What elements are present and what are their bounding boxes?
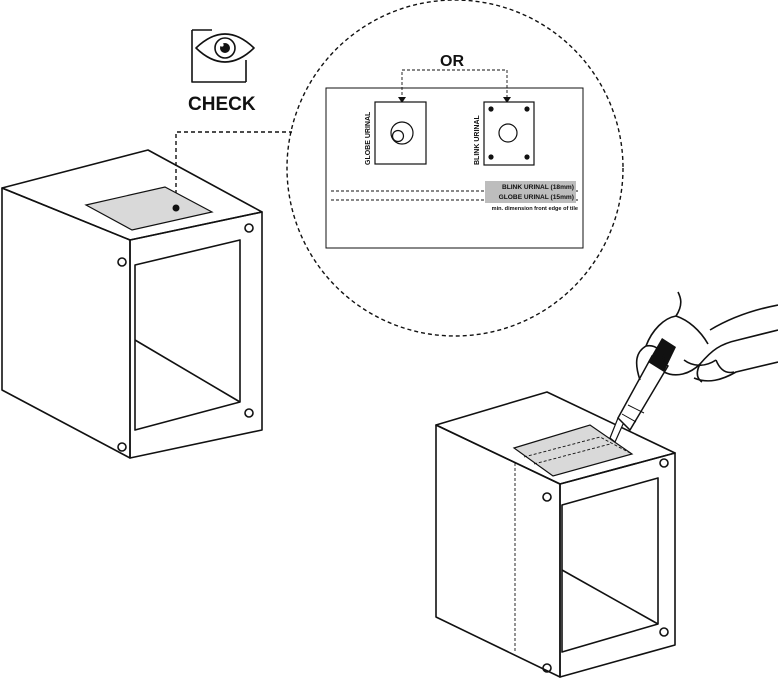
check-eye-icon [191,29,255,83]
blink-urinal-plate [483,101,535,166]
left-housing-box [1,149,263,459]
hand-with-knife-icon [609,291,778,443]
left-tile [84,186,214,231]
detail-callout-circle [286,0,624,337]
cut-line [523,436,633,458]
right-housing-box [435,391,676,678]
detail-panel [325,87,584,249]
check-label: CHECK [188,94,256,115]
blink-dimension-text: BLINK URINAL (18mm) [502,184,574,191]
check-point-dot [172,204,180,212]
blink-urinal-label: BLINK URINAL [474,115,481,165]
dimension-label-band [485,181,576,203]
globe-dimension-text: GLOBE URINAL (15mm) [499,194,574,201]
globe-urinal-plate [374,101,427,165]
or-label: OR [440,53,464,70]
right-tile [512,424,634,477]
or-connector [401,69,508,100]
globe-urinal-label: GLOBE URINAL [365,111,372,165]
front-edge-note: min. dimension front edge of tile [492,206,578,212]
